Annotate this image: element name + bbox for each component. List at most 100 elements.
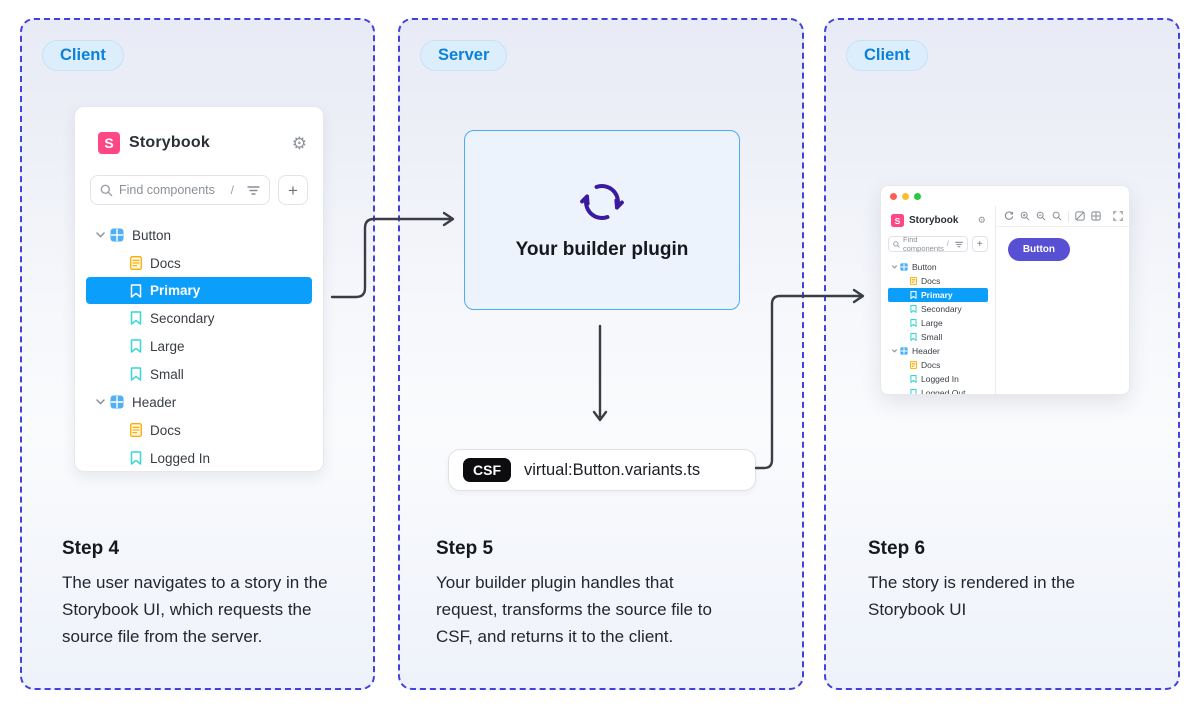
storybook-logo: S (98, 132, 120, 154)
story-icon (910, 305, 917, 313)
story-icon (130, 283, 142, 298)
storybook-title: Storybook (909, 215, 959, 226)
story-icon (910, 291, 917, 299)
step-text: The story is rendered in the Storybook U… (868, 573, 1075, 619)
add-button[interactable]: + (278, 175, 308, 205)
sync-icon (579, 179, 625, 225)
preview-toolbar (995, 206, 1129, 227)
story-icon (910, 389, 917, 394)
storybook-browser-window: S Storybook ⚙ Find components / + (880, 185, 1130, 395)
docs-icon (130, 423, 142, 437)
chevron-down-icon (892, 349, 897, 353)
story-icon (130, 367, 142, 381)
mini-preview-pane: Button (995, 206, 1129, 394)
client-badge: Client (846, 40, 928, 71)
step-title: Step 4 (62, 538, 120, 559)
builder-plugin-box: Your builder plugin (464, 130, 740, 310)
component-icon (900, 263, 908, 271)
server-badge: Server (420, 40, 508, 71)
chevron-down-icon (96, 399, 105, 405)
step-text: The user navigates to a story in the Sto… (62, 573, 328, 646)
chevron-down-icon (96, 232, 105, 238)
add-button[interactable]: + (971, 236, 988, 252)
tree-item-docs[interactable]: Docs (888, 358, 988, 372)
tree-item-large[interactable]: Large (888, 316, 988, 330)
tree-item-header[interactable]: Header (86, 388, 312, 416)
step-6-block: Step 6 The story is rendered in the Stor… (868, 538, 1132, 623)
component-icon (900, 347, 908, 355)
mini-storybook-sidebar: S Storybook ⚙ Find components / + (881, 206, 996, 394)
step-text: Your builder plugin handles that request… (436, 573, 712, 646)
zoom-window-icon[interactable] (914, 192, 921, 200)
chevron-down-icon (892, 265, 897, 269)
window-titlebar (881, 186, 1129, 206)
tree-item-docs[interactable]: Docs (888, 274, 988, 288)
tree-item-primary-selected[interactable]: Primary (86, 277, 312, 304)
step-4-block: Step 4 The user navigates to a story in … (62, 538, 354, 650)
zoom-reset-icon[interactable] (1052, 211, 1062, 221)
tree-item-logged-in[interactable]: Logged In (86, 444, 312, 471)
grid-toggle-icon[interactable] (1091, 211, 1101, 221)
plugin-label: Your builder plugin (515, 239, 689, 260)
filter-icon[interactable] (247, 185, 260, 196)
tree-item-docs[interactable]: Docs (86, 249, 312, 277)
tree-item-large[interactable]: Large (86, 332, 312, 360)
fullscreen-icon[interactable] (1113, 211, 1123, 221)
toolbar-divider (1067, 210, 1069, 222)
storybook-title: Storybook (129, 134, 210, 151)
rendered-button-story[interactable]: Button (1007, 238, 1071, 261)
gear-icon[interactable]: ⚙ (291, 133, 307, 153)
close-window-icon[interactable] (890, 192, 897, 200)
background-toggle-icon[interactable] (1075, 211, 1085, 221)
csf-file-pill: CSF virtual:Button.variants.ts (448, 449, 756, 491)
zoom-out-icon[interactable] (1036, 211, 1046, 221)
tree-item-logged-in[interactable]: Logged In (888, 372, 988, 386)
storybook-sidebar-card: S Storybook ⚙ Find components / + (74, 106, 324, 472)
search-input[interactable]: Find components / (90, 175, 270, 205)
search-shortcut: / (230, 183, 234, 197)
search-icon (893, 240, 900, 248)
story-icon (910, 333, 917, 341)
step-title: Step 6 (868, 538, 926, 559)
mini-component-tree: Button Docs Primary Secondary (888, 260, 988, 394)
component-tree: Button Docs Primary Secondary Large (75, 221, 323, 471)
story-icon (910, 375, 917, 383)
step-5-block: Step 5 Your builder plugin handles that … (436, 538, 724, 650)
docs-icon (910, 277, 917, 285)
panel-client-step6: Client S Storybook ⚙ Find (824, 18, 1180, 690)
tree-item-secondary[interactable]: Secondary (888, 302, 988, 316)
zoom-in-icon[interactable] (1020, 211, 1030, 221)
tree-item-primary-selected[interactable]: Primary (888, 288, 988, 302)
tree-item-secondary[interactable]: Secondary (86, 304, 312, 332)
step-title: Step 5 (436, 538, 494, 559)
tree-item-docs[interactable]: Docs (86, 416, 312, 444)
tree-item-small[interactable]: Small (888, 330, 988, 344)
docs-icon (130, 256, 142, 270)
csf-badge: CSF (463, 458, 511, 482)
filter-icon[interactable] (954, 241, 963, 248)
storybook-header: S Storybook ⚙ (98, 132, 307, 154)
story-icon (910, 319, 917, 327)
tree-item-small[interactable]: Small (86, 360, 312, 388)
panel-client-step4: Client S Storybook ⚙ Find components / (20, 18, 375, 690)
component-icon (110, 228, 124, 242)
tree-item-button[interactable]: Button (86, 221, 312, 249)
docs-icon (910, 361, 917, 369)
story-icon (130, 451, 142, 465)
storybook-logo: S (891, 214, 904, 227)
search-input[interactable]: Find components / (888, 235, 968, 253)
search-placeholder: Find components (119, 183, 215, 197)
story-canvas: Button (996, 227, 1129, 394)
minimize-window-icon[interactable] (902, 192, 909, 200)
panel-server-step5: Server Your builder plugin CSF virtual:B… (398, 18, 804, 690)
tree-item-logged-out[interactable]: Logged Out (888, 386, 988, 394)
component-icon (110, 395, 124, 409)
csf-filename: virtual:Button.variants.ts (524, 460, 701, 479)
client-badge: Client (42, 40, 124, 71)
tree-item-header[interactable]: Header (888, 344, 988, 358)
tree-item-button[interactable]: Button (888, 260, 988, 274)
gear-icon[interactable]: ⚙ (977, 215, 986, 225)
refresh-icon[interactable] (1004, 211, 1014, 221)
search-icon (100, 184, 113, 197)
